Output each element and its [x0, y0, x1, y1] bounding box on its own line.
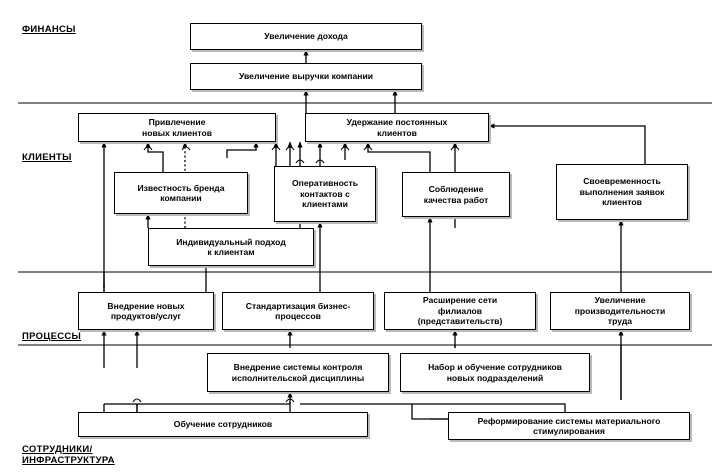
hop-2 — [181, 146, 191, 151]
hop-8 — [363, 146, 373, 151]
edge-n5-n3 — [145, 141, 164, 172]
hop-s1 — [132, 398, 142, 403]
perspective-label-staff: СОТРУДНИКИ/ИНФРАСТРУКТУРА — [22, 444, 115, 466]
edge-n9b-n3 — [226, 141, 259, 158]
hop-4 — [285, 146, 295, 151]
hop-9 — [450, 146, 460, 151]
node-employee-training[interactable]: Обучение сотрудников — [78, 412, 368, 437]
hop-7 — [340, 146, 350, 151]
hop-3 — [271, 146, 281, 151]
hop-5 — [295, 159, 305, 164]
edge-n17-left2 — [411, 404, 450, 420]
hop-s2 — [285, 398, 295, 403]
hop-6 — [315, 159, 325, 164]
edge-n7-n4 — [365, 141, 431, 172]
perspective-label-processes: ПРОЦЕССЫ — [22, 331, 82, 342]
node-increase-revenue[interactable]: Увеличение выручки компании — [190, 63, 422, 90]
node-increase-income[interactable]: Увеличение дохода — [190, 23, 422, 50]
edge-n17-n14 — [300, 403, 566, 412]
node-business-process-standardization[interactable]: Стандартизация бизнес-процессов — [222, 292, 374, 330]
perspective-label-clients: КЛИЕНТЫ — [22, 152, 72, 163]
perspective-label-finance: ФИНАНСЫ — [22, 24, 76, 35]
hop-1 — [143, 146, 153, 151]
edge-n8-n4 — [488, 123, 646, 170]
